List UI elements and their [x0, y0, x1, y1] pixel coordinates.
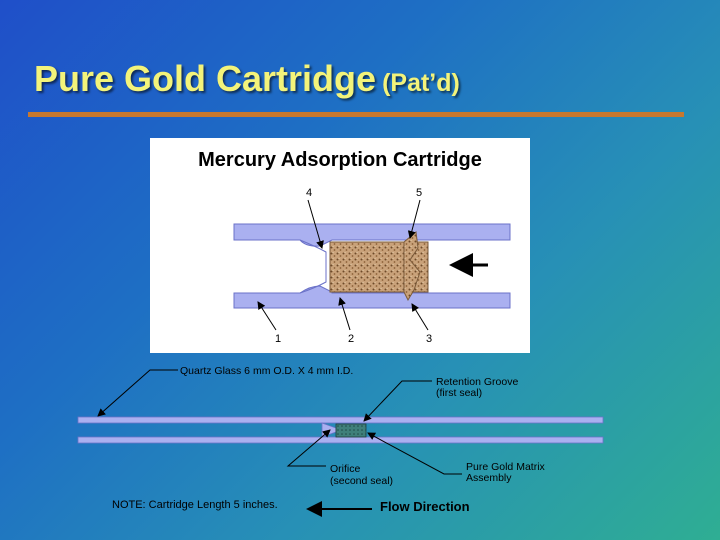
slide-title: Pure Gold Cartridge(Pat’d): [34, 58, 460, 100]
title-suffix: (Pat’d): [382, 69, 460, 97]
retention-label: Retention Groove: [436, 376, 518, 388]
length-note: NOTE: Cartridge Length 5 inches.: [112, 499, 278, 511]
diagram-heading: Mercury Adsorption Cartridge: [198, 149, 482, 171]
matrix-leader: [367, 432, 462, 475]
glass-tube-section: [233, 223, 511, 309]
cartridge-tube: [77, 416, 604, 444]
title-divider: [28, 112, 684, 117]
orifice-leader: [286, 429, 331, 467]
gold-matrix: [329, 231, 429, 302]
label-2: 2: [348, 333, 354, 345]
flow-direction-label: Flow Direction: [380, 499, 470, 514]
leader-lines-top: [257, 199, 429, 331]
quartz-label: Quartz Glass 6 mm O.D. X 4 mm I.D.: [180, 365, 353, 377]
label-1: 1: [275, 333, 281, 345]
label-4: 4: [306, 187, 312, 199]
orifice-sublabel: (second seal): [330, 475, 393, 487]
matrix-sublabel: Assembly: [466, 472, 512, 484]
orifice-label: Orifice: [330, 463, 360, 475]
retention-sublabel: (first seal): [436, 387, 482, 399]
quartz-leader: [97, 369, 178, 417]
title-main: Pure Gold Cartridge: [34, 58, 377, 99]
retention-leader: [363, 380, 432, 422]
label-3: 3: [426, 333, 432, 345]
cartridge-matrix: [335, 423, 367, 438]
matrix-label: Pure Gold Matrix: [466, 461, 546, 473]
label-5: 5: [416, 187, 422, 199]
